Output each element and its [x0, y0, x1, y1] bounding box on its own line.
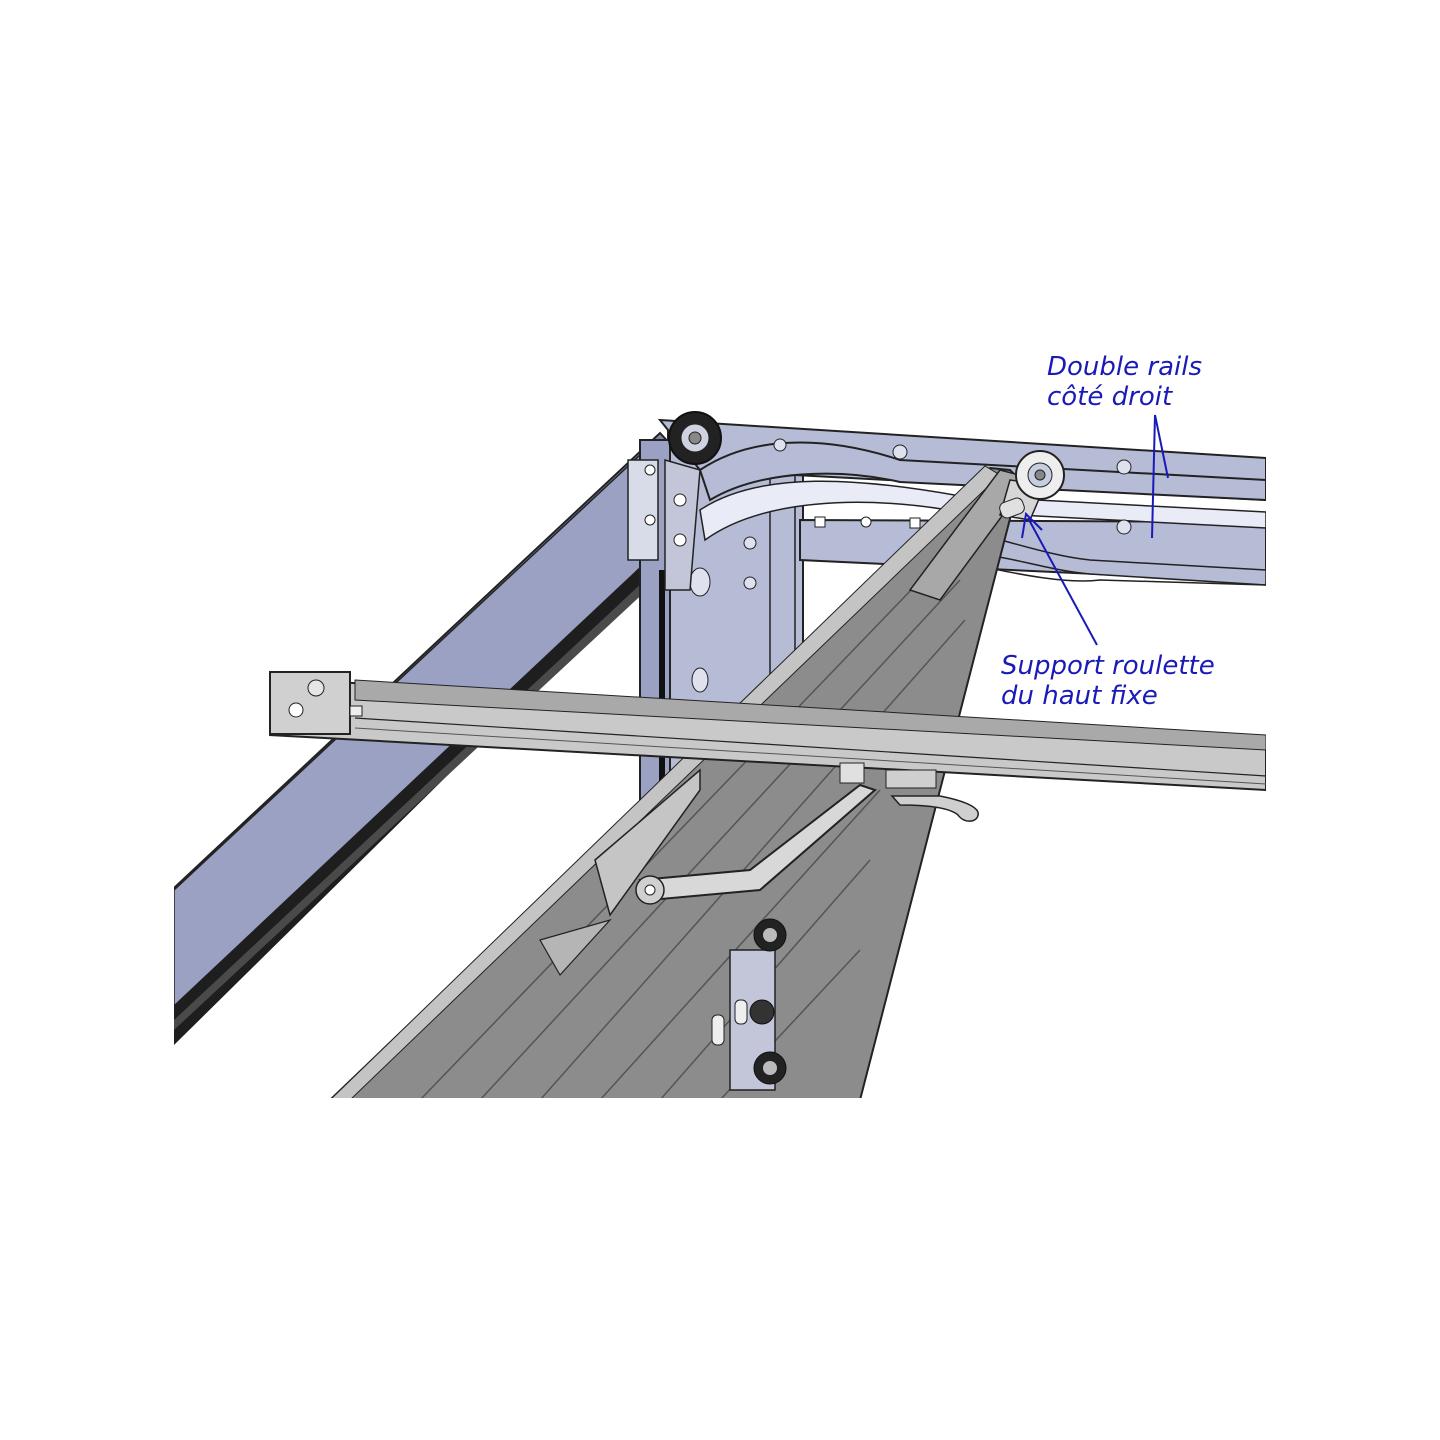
roller-support-leader-line — [1021, 511, 1098, 646]
top-roller-support-fixed — [999, 450, 1065, 521]
double-rails-label-line2: côté droit — [1047, 382, 1173, 412]
double-rails-label: Double rails côté droit — [1047, 352, 1202, 412]
top-roller-support-label-line2: du haut fixe — [1001, 681, 1158, 711]
door-panel — [330, 465, 1032, 1098]
double-rails-leader-lines — [1151, 414, 1169, 539]
double-rails-label-line1: Double rails — [1047, 352, 1203, 382]
top-roller-support-label-line1: Support roulette — [1001, 651, 1215, 681]
left-roller-bracket — [627, 411, 722, 591]
operator-rail — [269, 671, 1266, 822]
lower-rollers — [711, 918, 787, 1091]
door-arm — [539, 768, 877, 977]
top-roller-support-label: Support roulette du haut fixe — [1001, 651, 1215, 711]
